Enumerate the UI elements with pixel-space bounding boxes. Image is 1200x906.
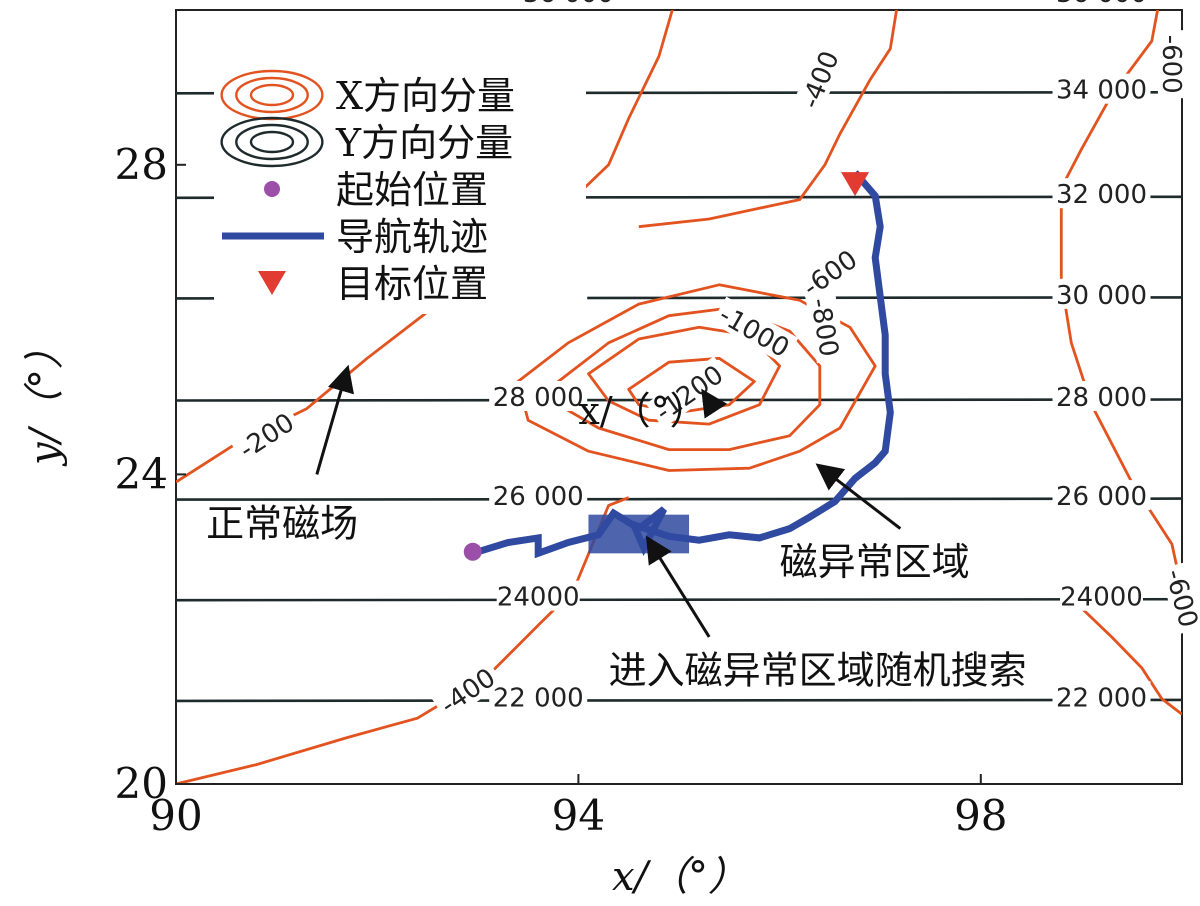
target-marker xyxy=(841,172,870,197)
y-contour-label-26000-1-group: 26 000 xyxy=(1052,480,1151,512)
y-contour-label-36000-1-group: 36 000 xyxy=(1052,0,1151,9)
x-tick-label: 90 xyxy=(149,791,202,840)
y-contour-label-32000-1: 32 000 xyxy=(1056,180,1147,210)
y-contour-label-34000-0: 34 000 xyxy=(1056,76,1147,106)
y-contour-label-32000-1-group: 32 000 xyxy=(1052,178,1151,210)
y-contour-label-28000-0-bg xyxy=(489,381,588,411)
y-contour-label-28000-1-bg xyxy=(1052,381,1151,411)
y-contour-label-24000-1-bg xyxy=(1060,580,1143,611)
y-contour-label-24000-0-group: 24000 xyxy=(496,580,580,613)
y-contour-label-30000-1-group: 30 000 xyxy=(1052,278,1151,311)
trajectory-search-cluster xyxy=(588,514,690,554)
trajectory-layer xyxy=(463,170,894,561)
legend-label-4: 目标位置 xyxy=(336,262,488,306)
y-tick-label: 28 xyxy=(115,140,168,189)
y-contour-label-34000-0-bg xyxy=(1052,73,1151,104)
y-axis-label: y/（°） xyxy=(22,329,68,467)
y-contour-label-24000-1-group: 24000 xyxy=(1060,580,1143,613)
y-contour-label-22000-0-group: 22 000 xyxy=(489,681,588,713)
annotation-text-1: x/（°） xyxy=(578,389,707,433)
y-contour-label-28000-0-group: 28 000 xyxy=(489,381,588,413)
x-tick-label: 98 xyxy=(954,791,1007,840)
y-contour-label-28000-0: 28 000 xyxy=(493,383,584,413)
legend-swatch-ellipse xyxy=(249,130,295,154)
legend-label-1: Y方向分量 xyxy=(335,121,513,165)
x-contour-label-2: -600 xyxy=(1156,35,1186,94)
legend-swatch-ellipse xyxy=(235,123,309,161)
annotation-arrow-2 xyxy=(815,463,902,530)
legend-swatch-ellipse xyxy=(235,76,309,114)
y-tick-label: 24 xyxy=(115,449,168,498)
y-contour-label-24000-1: 24000 xyxy=(1060,583,1143,613)
y-contour-label-30000-1: 30 000 xyxy=(1056,281,1147,311)
y-tick-label: 20 xyxy=(115,759,168,808)
legend-swatch-dot xyxy=(264,181,280,197)
y-contour-label-36000-0: 36 000 xyxy=(523,0,614,9)
x-contour-5 xyxy=(556,306,822,451)
legend-swatch-ellipse xyxy=(220,116,324,168)
y-contour-label-26000-0: 26 000 xyxy=(493,482,584,512)
y-contour-label-36000-1: 36 000 xyxy=(1056,0,1147,9)
annotation-arrow-3 xyxy=(645,535,711,638)
y-contour-label-22000-1-bg xyxy=(1052,681,1151,712)
y-contour-label-24000-0-bg xyxy=(496,580,580,611)
y-contour-22000 xyxy=(176,698,1182,703)
y-contour-label-36000-1-bg xyxy=(1052,0,1151,7)
x-contour-label-0-bg xyxy=(229,403,303,466)
y-contour-label-32000-1-bg xyxy=(1052,178,1151,209)
y-contour-24000 xyxy=(176,597,1182,602)
x-contour-label-5-bg xyxy=(805,291,847,364)
x-contour-label-6-bg xyxy=(711,296,799,365)
y-contour-label-28000-1-group: 28 000 xyxy=(1052,381,1151,413)
x-contour-4 xyxy=(516,283,877,472)
y-contour-26000 xyxy=(176,497,1182,501)
x-contour-3 xyxy=(1070,597,1182,716)
y-contour-label-22000-0: 22 000 xyxy=(493,683,584,713)
legend-swatch-triangle xyxy=(258,271,286,295)
y-contour-label-26000-1-bg xyxy=(1052,480,1151,511)
y-contour-label-28000-1: 28 000 xyxy=(1056,383,1147,413)
legend-label-3: 导航轨迹 xyxy=(336,215,488,259)
annotation-text-3: 进入磁异常区域随机搜索 xyxy=(609,648,1027,692)
x-contour-label-4-bg xyxy=(792,240,866,305)
y-contour-label-36000-0-bg xyxy=(519,0,618,7)
annotation-arrow-0 xyxy=(315,364,354,475)
annotation-text-0: 正常磁场 xyxy=(206,501,358,545)
x-tick-label: 94 xyxy=(552,791,605,840)
x-contour-label-2-group: -600 xyxy=(1156,30,1188,99)
y-contour-label-22000-1-group: 22 000 xyxy=(1052,681,1151,713)
y-contour-label-36000-0-group: 36 000 xyxy=(519,0,618,9)
x-contour-label-1-bg xyxy=(430,658,504,722)
y-contour-label-24000-0: 24000 xyxy=(497,583,580,613)
y-contour-label-22000-0-bg xyxy=(489,681,588,712)
annotation-arrow-1 xyxy=(701,388,728,419)
y-contour-label-26000-0-bg xyxy=(489,480,588,511)
legend-label-2: 起始位置 xyxy=(336,168,488,212)
annotation-text-2: 磁异常区域 xyxy=(780,540,970,584)
y-contour-label-34000-0-group: 34 000 xyxy=(1052,73,1151,106)
x-contour-7 xyxy=(627,356,756,414)
x-contour-1-upper xyxy=(638,10,898,229)
x-contour-label-3-bg xyxy=(1159,561,1200,635)
y-contour-label-30000-1-bg xyxy=(1052,278,1151,309)
y-contour-label-26000-0-group: 26 000 xyxy=(489,480,588,512)
y-contour-label-26000-1: 26 000 xyxy=(1056,482,1147,512)
axes: 90 94 98 20 24 28 x/（°） y/（°） xyxy=(22,140,1008,900)
x-contour-label-2-bg xyxy=(1157,30,1188,99)
x-axis-label: x/（°） xyxy=(612,854,748,900)
y-contour-label-22000-1: 22 000 xyxy=(1056,683,1147,713)
x-contour-label-1-upper-bg xyxy=(792,42,846,117)
legend-label-0: X方向分量 xyxy=(336,74,515,118)
x-contour-label-7-bg xyxy=(645,356,732,429)
start-marker xyxy=(463,542,482,561)
x-contour-6 xyxy=(587,325,781,426)
legend-swatch-ellipse xyxy=(249,83,295,107)
